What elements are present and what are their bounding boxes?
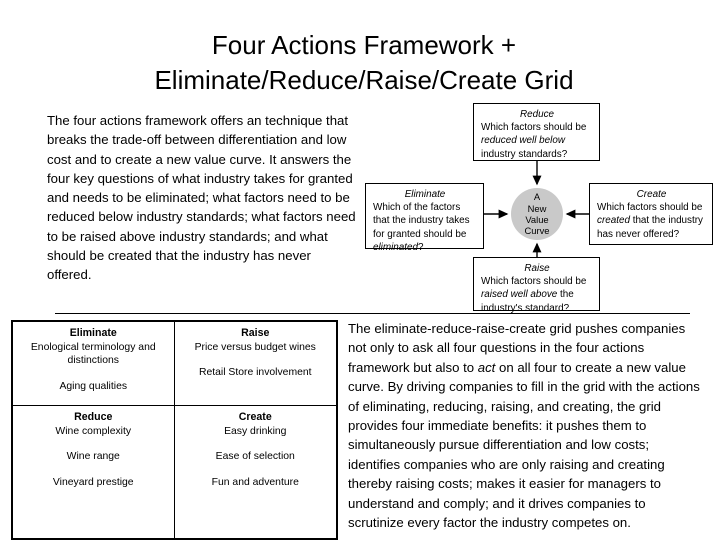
errc-item: Aging qualities [59,380,128,392]
outro-paragraph: The eliminate-reduce-raise-create grid p… [348,319,700,532]
errc-grid: Eliminate Enological terminology and dis… [11,320,338,540]
errc-cell-raise: Raise Price versus budget wines Retail S… [174,322,336,406]
create-text-emphasis: created [597,215,630,227]
circle-line-3: Value [525,214,549,225]
errc-item: Enological terminology and distinctions [30,342,156,367]
errc-item: Fun and adventure [211,476,299,488]
diagram-box-create-title: Create [636,189,667,200]
errc-cell-eliminate-header: Eliminate [69,327,117,339]
four-actions-diagram: Reduce Which factors should be reduced w… [365,103,713,314]
errc-item: Ease of selection [215,451,295,463]
circle-line-4: Curve [524,225,550,237]
diagram-box-reduce-title: Reduce [519,109,555,120]
diagram-box-create-body: Which factors should be created that the… [597,201,706,241]
errc-item: Wine range [66,451,120,463]
errc-cell-create-header: Create [238,411,272,423]
raise-text-emphasis: raised well above [481,289,558,301]
diagram-box-raise-body: Which factors should be raised well abov… [481,275,593,315]
new-value-curve-node: A New Value Curve [511,188,563,240]
create-text-after: that the industry has never offered? [597,215,703,240]
raise-text-after: the industry's standard? [481,289,574,314]
errc-cell-eliminate: Eliminate Enological terminology and dis… [13,322,175,406]
eliminate-text-before: Which of the factors that the industry t… [373,202,470,240]
errc-item: Wine complexity [55,426,132,437]
create-text-before: Which factors should be [597,202,703,214]
errc-cell-reduce: Reduce Wine complexity Wine range Vineya… [13,406,175,538]
reduce-text-before: Which factors should be [481,122,587,134]
diagram-box-eliminate-title: Eliminate [404,189,446,200]
outro-part-2: on all four to create a new value curve.… [348,359,700,531]
page-title: Four Actions Framework + Eliminate/Reduc… [154,30,574,95]
circle-line-1: A [533,191,541,203]
diagram-box-create: Create Which factors should be created t… [589,183,713,245]
outro-emphasis: act [477,359,496,375]
errc-item: Price versus budget wines [194,342,316,353]
diagram-box-eliminate-body: Which of the factors that the industry t… [373,201,477,254]
errc-item: Easy drinking [224,426,287,437]
reduce-text-emphasis: reduced well below [481,135,565,147]
errc-item: Retail Store involvement [198,367,312,379]
section-divider [55,313,690,314]
outro-part-1: The eliminate-reduce-raise-create grid p… [348,321,686,375]
errc-cell-reduce-header: Reduce [74,411,113,423]
diagram-box-raise: Raise Which factors should be raised wel… [473,257,600,314]
errc-cell-raise-header: Raise [241,327,270,339]
diagram-arrows [484,161,589,257]
eliminate-text-after: ? [418,241,424,253]
intro-paragraph: The four actions framework offers an tec… [47,113,356,283]
reduce-text-after: industry standards? [481,148,568,160]
errc-cell-create: Create Easy drinking Ease of selection F… [175,406,337,538]
eliminate-text-emphasis: eliminated [373,241,419,253]
raise-text-before: Which factors should be [481,276,587,288]
errc-item: Vineyard prestige [52,476,134,488]
diagram-box-reduce: Reduce Which factors should be reduced w… [473,103,600,161]
circle-line-2: New [527,202,547,214]
diagram-box-raise-title: Raise [524,263,550,274]
diagram-box-reduce-body: Which factors should be reduced well bel… [481,121,593,161]
diagram-box-eliminate: Eliminate Which of the factors that the … [365,183,484,253]
